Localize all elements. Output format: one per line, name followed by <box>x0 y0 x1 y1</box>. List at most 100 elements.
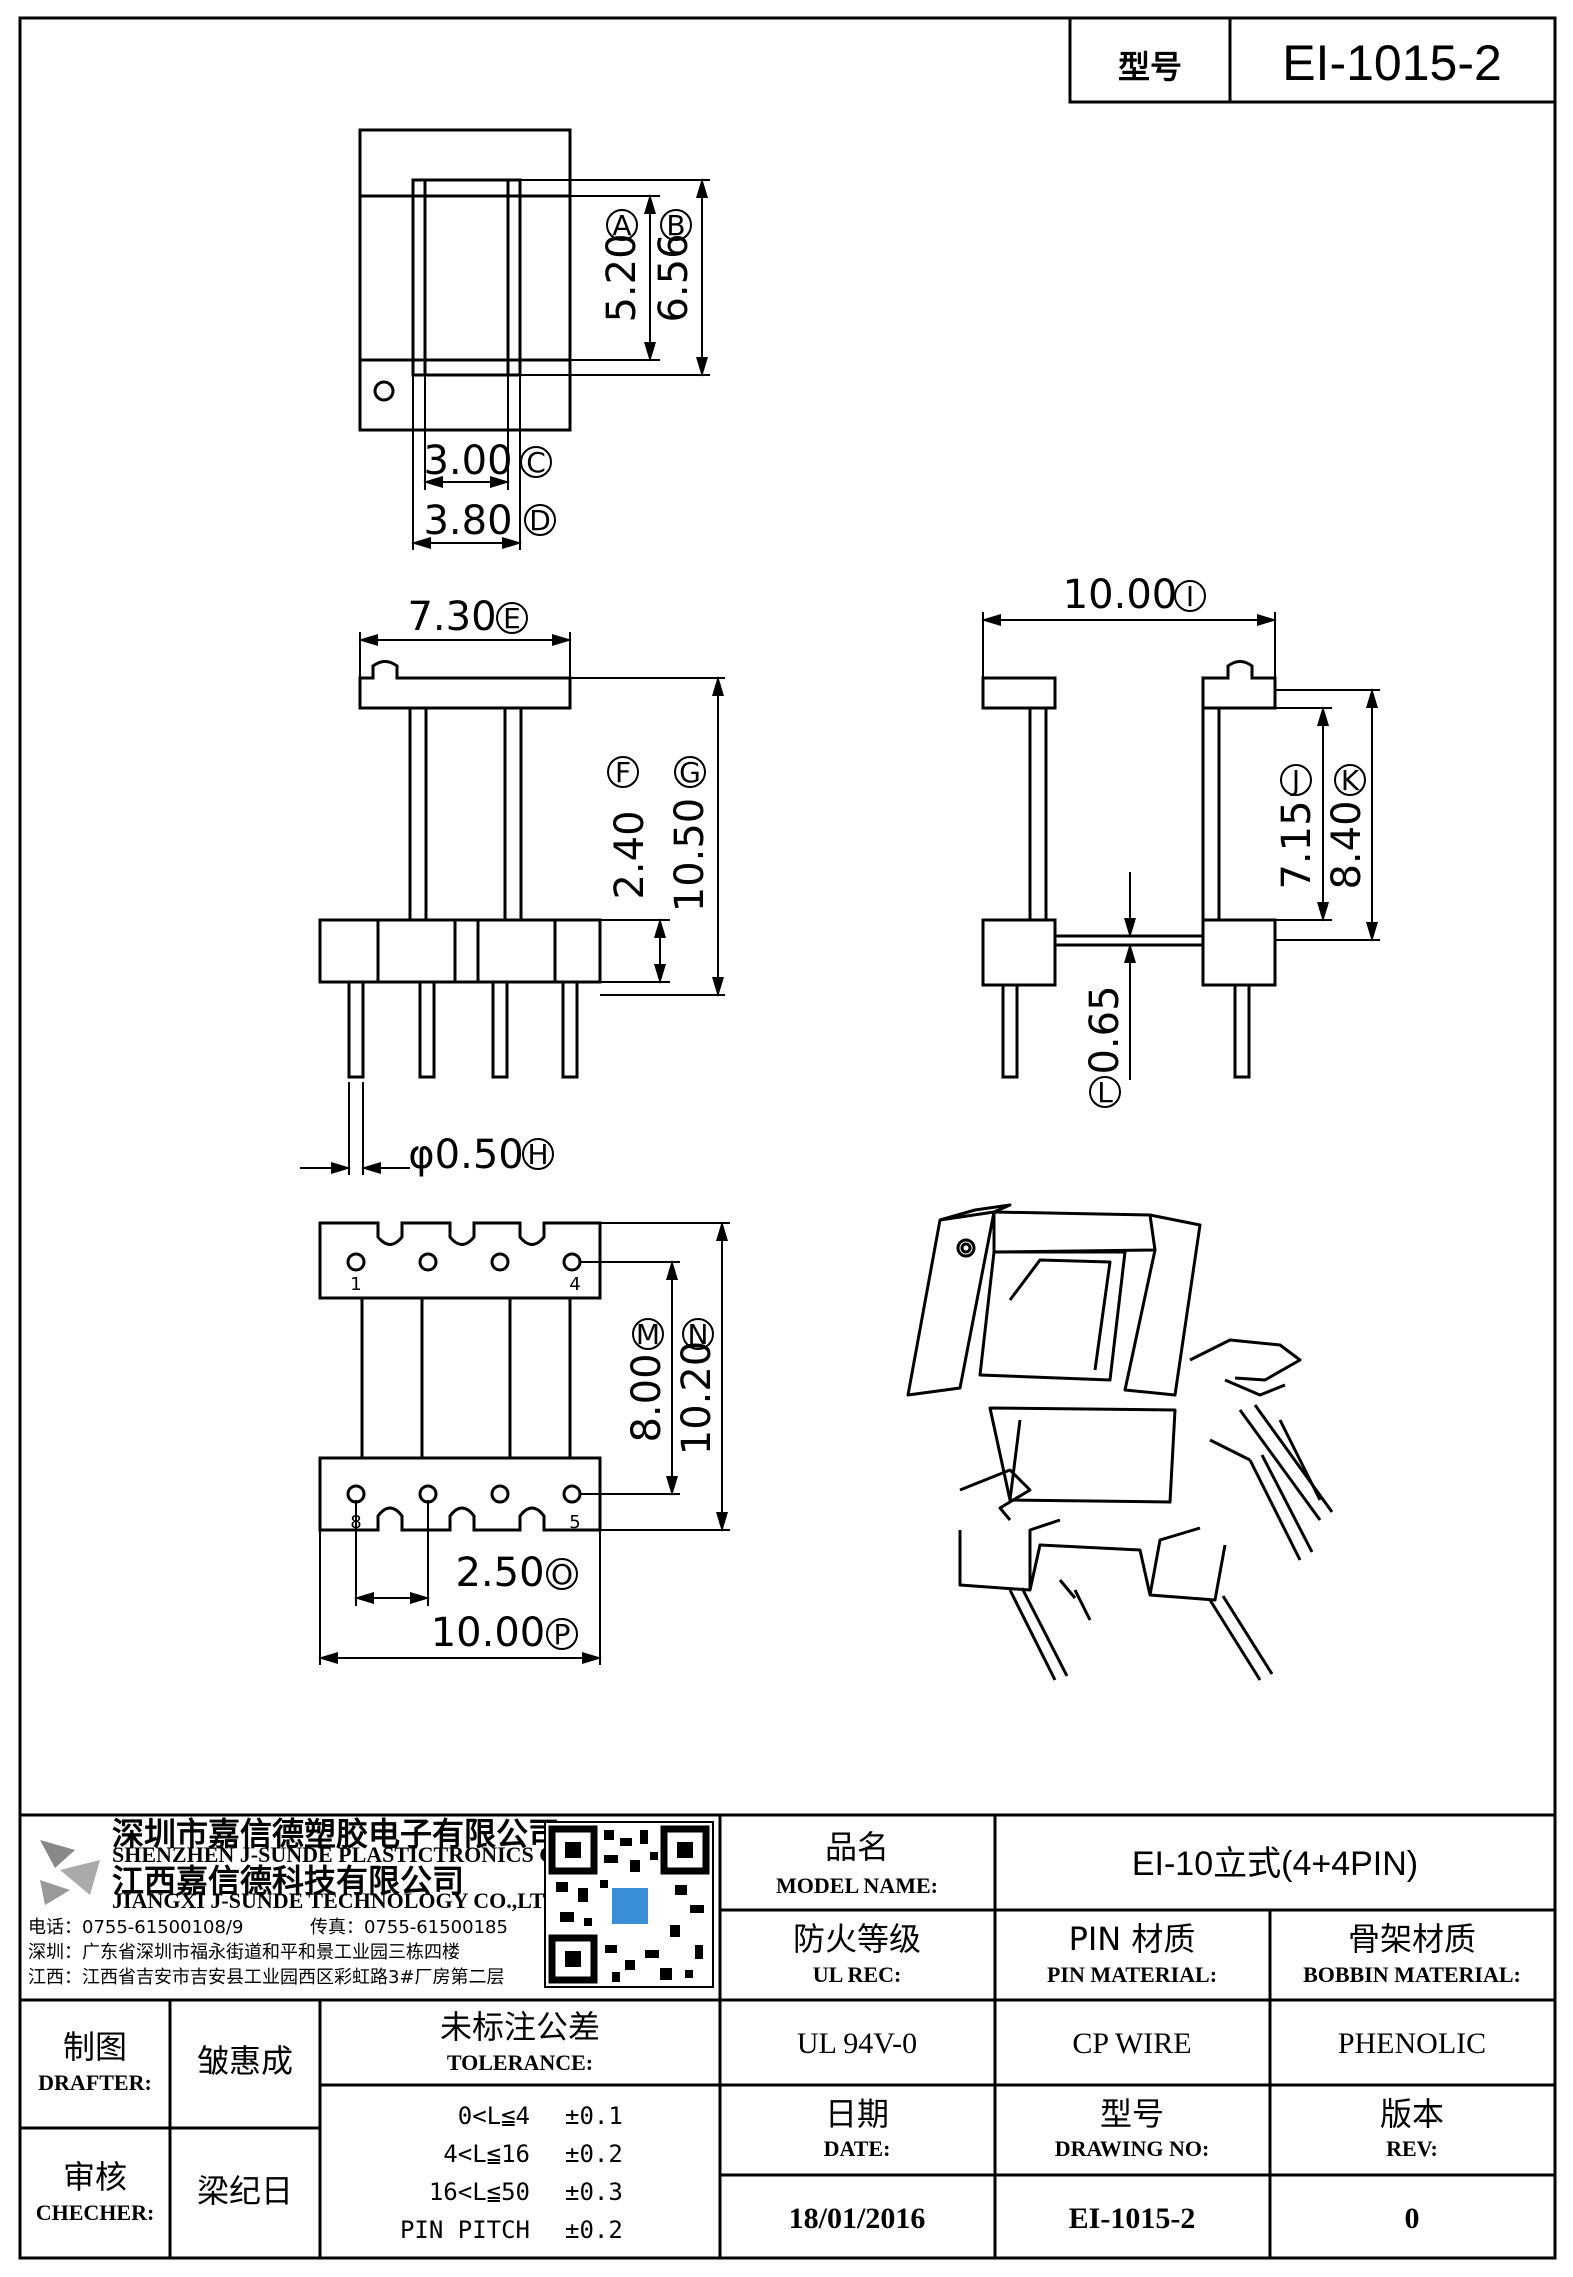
tolerance-range: 0<L≦4 <box>458 2102 530 2130</box>
dim-C-marker: C <box>520 446 552 479</box>
checker-en: CHECHER: <box>36 2200 155 2225</box>
tolerance-table: 0<L≦4 ±0.1 4<L≦16 ±0.2 16<L≦50 ±0.3 PIN … <box>400 2102 623 2244</box>
rev-cn: 版本 <box>1380 2095 1444 2133</box>
pin-5-label: 5 <box>569 1512 580 1533</box>
header-model-value: EI-1015-2 <box>1282 35 1502 91</box>
dim-P-marker: P <box>546 1618 578 1651</box>
svg-text:M: M <box>636 1318 660 1351</box>
tolerance-range: PIN PITCH <box>400 2216 530 2244</box>
company-address-jx: 江西：江西省吉安市吉安县工业园西区彩虹路3#厂房第二层 <box>28 1967 505 1988</box>
dim-D-value: 3.80 <box>423 498 512 544</box>
dim-I-value: 10.00 <box>1063 572 1178 618</box>
pin-material-value: CP WIRE <box>1072 2027 1191 2060</box>
dim-A-value: 5.20 <box>599 233 645 322</box>
ul-rec-en: UL REC: <box>813 1962 902 1987</box>
model-name-value: EI-10立式(4+4PIN) <box>1132 1845 1418 1883</box>
dim-J-marker: J <box>1280 764 1312 797</box>
company-fax: 传真：0755-61500185 <box>310 1917 508 1938</box>
dim-H-value: φ0.50 <box>408 1132 523 1178</box>
title-block-grid <box>20 1813 1555 2258</box>
model-name-en: MODEL NAME: <box>776 1873 938 1898</box>
svg-text:A: A <box>612 209 631 242</box>
dim-N-marker: N <box>682 1318 714 1351</box>
drafter-en: DRAFTER: <box>38 2070 152 2095</box>
dim-B-value: 6.56 <box>651 233 697 322</box>
svg-text:B: B <box>666 209 685 242</box>
dim-J-value: 7.15 <box>1274 800 1320 889</box>
bottom-view <box>318 1221 730 1665</box>
dim-D-marker: D <box>524 504 556 537</box>
date-cn: 日期 <box>825 2095 889 2133</box>
dim-N-value: 10.20 <box>674 1341 720 1456</box>
svg-text:J: J <box>1290 764 1300 797</box>
dim-G-value: 10.50 <box>667 798 713 913</box>
svg-text:K: K <box>1341 764 1360 797</box>
date-en: DATE: <box>824 2136 891 2161</box>
dim-M-value: 8.00 <box>624 1353 670 1442</box>
dim-P-value: 10.00 <box>431 1610 546 1656</box>
ul-rec-value: UL 94V-0 <box>797 2027 917 2060</box>
company-name-cn-2: 江西嘉信德科技有限公司 <box>112 1862 464 1900</box>
checker-name: 梁纪日 <box>197 2172 293 2210</box>
bobbin-material-en: BOBBIN MATERIAL: <box>1303 1962 1521 1987</box>
dim-B-marker: B <box>660 209 692 242</box>
pin-material-cn: PIN 材质 <box>1069 1920 1196 1958</box>
header-model-box: 型号 EI-1015-2 <box>1068 18 1555 104</box>
company-logo <box>40 1840 100 1905</box>
svg-text:H: H <box>527 1138 548 1171</box>
svg-text:D: D <box>529 504 551 537</box>
dim-G-marker: G <box>674 756 706 789</box>
top-view <box>358 128 710 550</box>
tolerance-cn: 未标注公差 <box>440 2008 600 2046</box>
pin-8-label: 8 <box>350 1512 361 1533</box>
dim-E-marker: E <box>496 602 528 635</box>
svg-text:G: G <box>679 756 701 789</box>
dim-M-marker: M <box>632 1318 664 1351</box>
qr-code <box>544 1821 714 1988</box>
tolerance-value: ±0.2 <box>565 2216 623 2244</box>
tolerance-range: 16<L≦50 <box>429 2178 530 2206</box>
company-address-sz: 深圳：广东省深圳市福永街道和平和景工业园三栋四楼 <box>28 1942 460 1963</box>
drafter-cn: 制图 <box>63 2028 127 2066</box>
dim-K-marker: K <box>1334 764 1366 797</box>
svg-text:F: F <box>615 756 631 789</box>
model-name-cn: 品名 <box>825 1828 889 1866</box>
dim-F-marker: F <box>607 756 639 789</box>
side-view <box>981 612 1380 1080</box>
svg-text:O: O <box>551 1558 573 1591</box>
company-name-en-2: JIANGXI J-SUNDE TECHNOLOGY CO.,LTD <box>112 1888 560 1913</box>
rev-en: REV: <box>1386 2136 1438 2161</box>
dim-K-value: 8.40 <box>1324 800 1370 889</box>
svg-text:P: P <box>554 1618 571 1651</box>
dim-C-value: 3.00 <box>423 438 512 484</box>
ul-rec-cn: 防火等级 <box>793 1920 921 1958</box>
front-view <box>300 632 725 1175</box>
sheet-border <box>18 16 1557 2260</box>
dim-L-marker: L <box>1089 1076 1121 1109</box>
drafter-name: 皱惠成 <box>197 2042 293 2080</box>
dim-H-marker: H <box>522 1138 554 1171</box>
pin-1-label: 1 <box>350 1274 361 1295</box>
dim-O-value: 2.50 <box>455 1550 544 1596</box>
pin-4-label: 4 <box>569 1274 580 1295</box>
drawing-no-en: DRAWING NO: <box>1055 2136 1210 2161</box>
company-phone: 电话：0755-61500108/9 <box>28 1917 243 1938</box>
drawing-no-cn: 型号 <box>1100 2095 1164 2133</box>
rev-value: 0 <box>1405 2202 1420 2235</box>
svg-text:E: E <box>503 602 521 635</box>
tolerance-value: ±0.3 <box>565 2178 623 2206</box>
date-value: 18/01/2016 <box>789 2202 926 2235</box>
svg-text:I: I <box>1186 580 1194 613</box>
dim-A-marker: A <box>606 209 638 242</box>
tolerance-value: ±0.1 <box>565 2102 623 2130</box>
dim-I-marker: I <box>1174 580 1206 613</box>
pin-material-en: PIN MATERIAL: <box>1047 1962 1217 1987</box>
tolerance-en: TOLERANCE: <box>447 2050 593 2075</box>
dim-L-value: 0.65 <box>1082 985 1128 1074</box>
isometric-view <box>906 1203 1334 1681</box>
tolerance-value: ±0.2 <box>565 2140 623 2168</box>
header-model-label: 型号 <box>1118 48 1182 86</box>
svg-text:N: N <box>688 1318 709 1351</box>
company-name-en-1: SHENZHEN J-SUNDE PLASTICTRONICS CO.,LTD <box>112 1842 626 1867</box>
